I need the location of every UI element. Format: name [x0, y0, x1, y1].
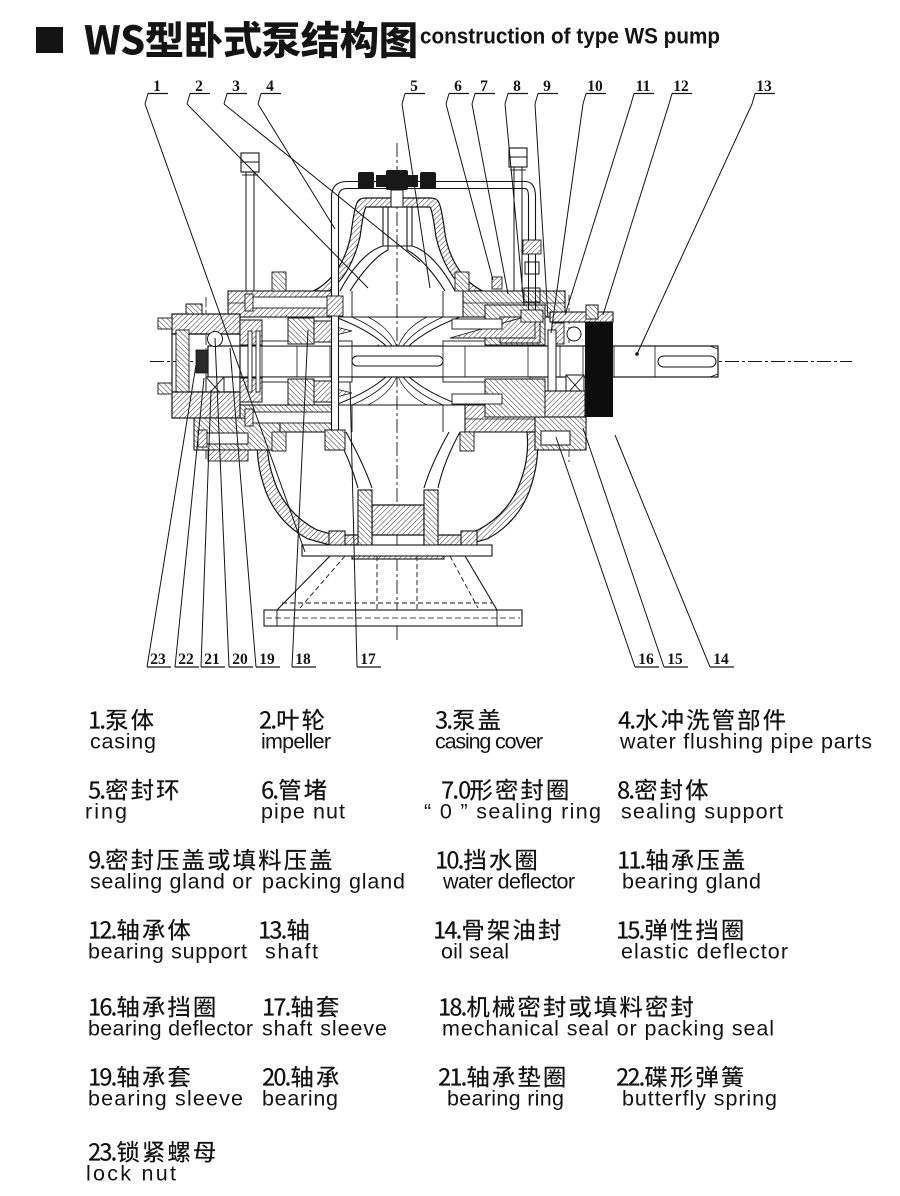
svg-text:sealing support: sealing support	[621, 800, 783, 824]
svg-text:water deflector: water deflector	[442, 870, 575, 894]
svg-text:mechanical seal or packing sea: mechanical seal or packing seal	[442, 1017, 774, 1041]
svg-text:20: 20	[232, 651, 248, 668]
svg-text:construction of type WS pump: construction of type WS pump	[420, 24, 720, 49]
svg-text:16: 16	[638, 651, 654, 668]
svg-text:pipe nut: pipe nut	[261, 800, 345, 824]
svg-text:19: 19	[259, 651, 275, 668]
svg-text:bearing gland: bearing gland	[622, 870, 761, 894]
svg-text:15: 15	[667, 651, 683, 668]
svg-text:water flushing pipe parts: water flushing pipe parts	[619, 730, 872, 754]
svg-text:bearing sleeve: bearing sleeve	[88, 1087, 243, 1111]
svg-text:2: 2	[195, 78, 203, 95]
svg-text:13: 13	[756, 78, 772, 95]
svg-text:11: 11	[636, 78, 651, 95]
svg-text:butterfly spring: butterfly spring	[622, 1087, 777, 1111]
svg-text:shaft: shaft	[265, 940, 318, 964]
svg-text:7: 7	[480, 78, 488, 95]
svg-text:10: 10	[587, 78, 603, 95]
svg-text:bearing ring: bearing ring	[447, 1087, 564, 1111]
svg-text:6: 6	[454, 78, 462, 95]
svg-text:1: 1	[153, 78, 161, 95]
svg-text:impeller: impeller	[261, 730, 331, 754]
svg-text:casing: casing	[90, 730, 156, 754]
svg-text:bearing support: bearing support	[88, 940, 247, 964]
svg-text:lock nut: lock nut	[86, 1162, 176, 1186]
svg-text:14: 14	[713, 651, 729, 668]
svg-text:18: 18	[295, 651, 311, 668]
svg-text:3: 3	[232, 78, 240, 95]
svg-text:“ 0 ” sealing ring: “ 0 ” sealing ring	[424, 800, 601, 824]
svg-text:oil seal: oil seal	[441, 940, 509, 964]
svg-text:21: 21	[204, 651, 220, 668]
svg-text:shaft sleeve: shaft sleeve	[262, 1017, 387, 1041]
svg-text:22: 22	[178, 651, 194, 668]
svg-text:sealing gland or: sealing gland or	[90, 870, 252, 894]
svg-text:casing cover: casing cover	[435, 730, 543, 754]
svg-text:bearing: bearing	[262, 1087, 338, 1111]
svg-text:23: 23	[150, 651, 166, 668]
svg-text:ring: ring	[85, 800, 127, 824]
svg-text:4: 4	[266, 78, 274, 95]
svg-text:17: 17	[360, 651, 376, 668]
svg-text:9: 9	[543, 78, 551, 95]
svg-text:elastic deflector: elastic deflector	[621, 940, 788, 964]
svg-text:bearing deflector: bearing deflector	[88, 1017, 253, 1041]
svg-text:12: 12	[673, 78, 689, 95]
svg-text:8: 8	[513, 78, 521, 95]
svg-text:5: 5	[410, 78, 418, 95]
svg-text:packing gland: packing gland	[262, 870, 405, 894]
